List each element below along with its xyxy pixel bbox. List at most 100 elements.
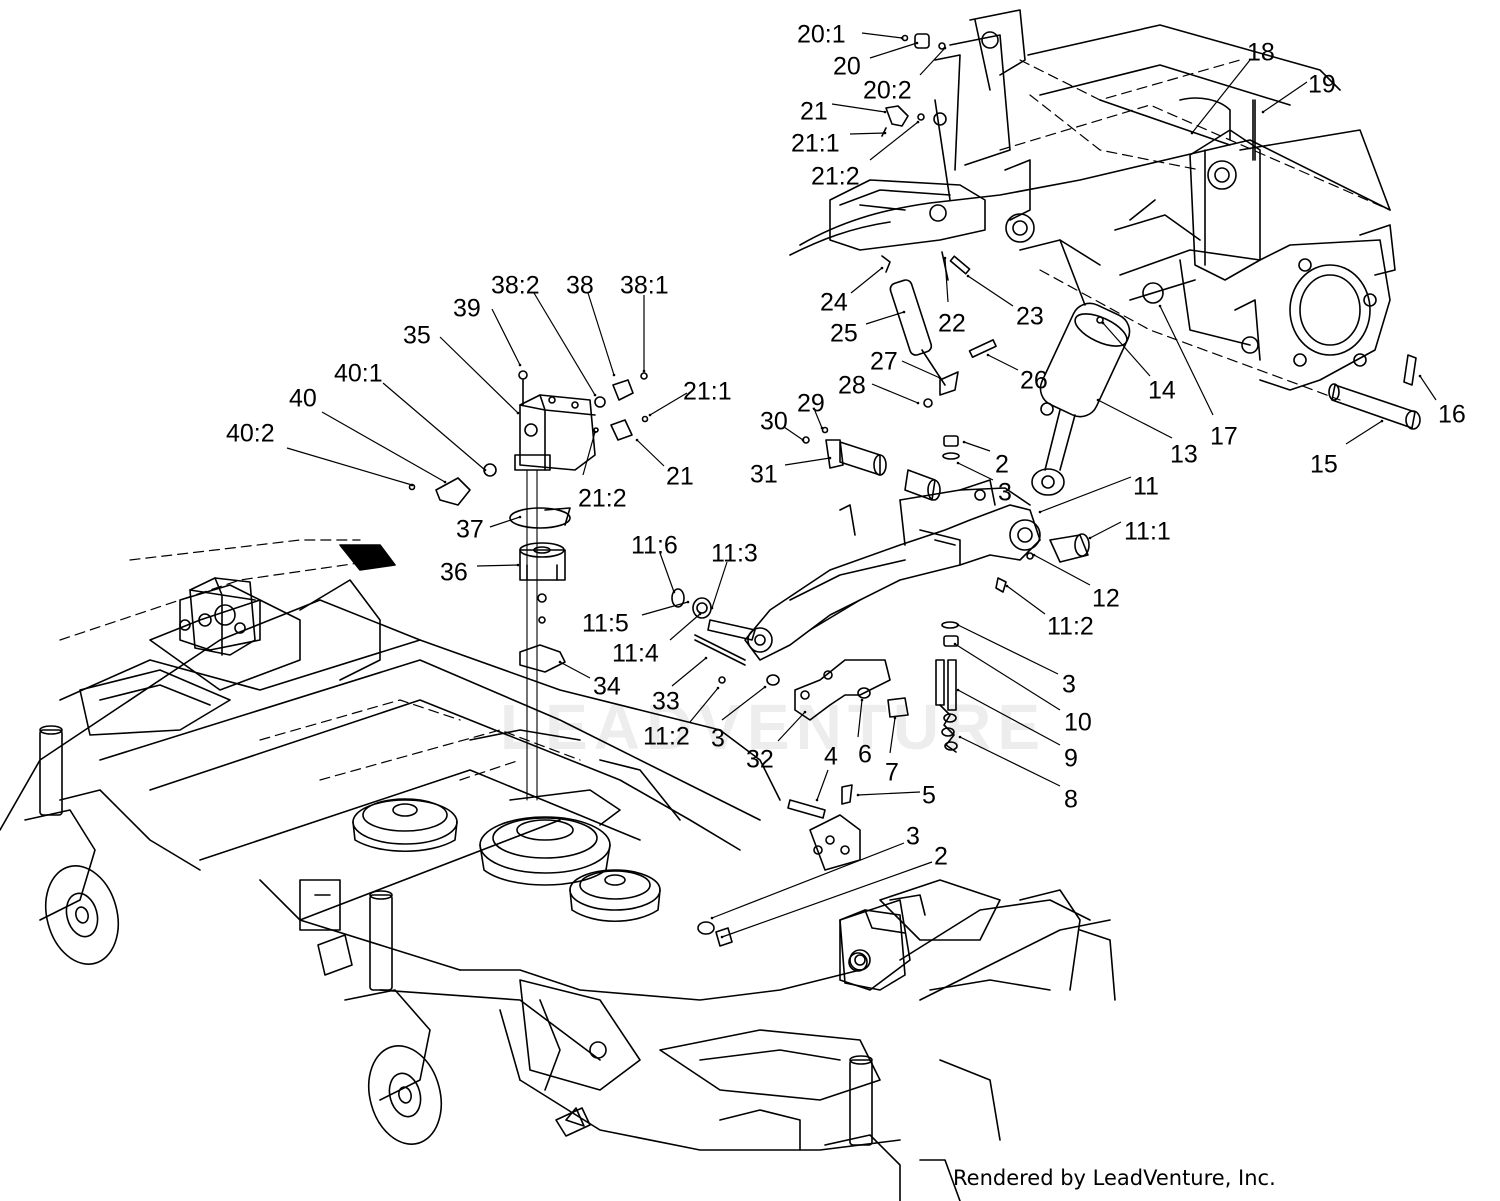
bracket-art — [694, 634, 909, 721]
render-credit: Rendered by LeadVenture, Inc. — [953, 1166, 1276, 1190]
callout-label: 11:2 — [643, 723, 690, 751]
caster-wheels-art — [24, 725, 961, 1201]
callout-leader-line — [1159, 305, 1214, 416]
callout-leader-line — [959, 736, 1061, 787]
callout-label: 20 — [833, 53, 861, 81]
callout-leader-tip — [815, 798, 819, 802]
callout-label: 31 — [750, 461, 778, 489]
callout-leader-tip — [483, 468, 487, 472]
lift-arm-art — [744, 479, 1041, 661]
callout-leader-line — [491, 308, 521, 366]
callout-label: 25 — [830, 320, 858, 348]
callout-label: 36 — [440, 559, 468, 587]
callout-leader-tip — [956, 688, 960, 692]
callout-label: 9 — [1064, 745, 1078, 773]
callout-label: 14 — [1148, 377, 1176, 405]
callout-label: 38 — [566, 272, 594, 300]
callout-leader-line — [721, 686, 766, 721]
callout-leader-line — [889, 717, 896, 754]
callout-label: 15 — [1310, 451, 1338, 479]
callout-leader-tip — [710, 916, 714, 920]
callout-leader-line — [963, 441, 991, 452]
pivot-pin-art — [1328, 354, 1421, 430]
callout-leader-tip — [1190, 131, 1194, 135]
callout-leader-line — [641, 601, 689, 616]
callout-label: 5 — [922, 782, 936, 810]
callout-label: 40:1 — [334, 360, 383, 388]
callout-label: 27 — [870, 348, 898, 376]
callout-label: 2 — [995, 451, 1009, 479]
callout-leader-tip — [953, 642, 957, 646]
deck-motor-right-art — [839, 894, 926, 991]
callout-label: 23 — [1016, 303, 1044, 331]
callout-leader-line — [476, 564, 519, 567]
pulleys-art — [352, 759, 661, 923]
callout-leader-line — [1089, 521, 1122, 539]
callout-label: 7 — [885, 759, 899, 787]
hydraulic-motor-art — [408, 370, 649, 506]
callout-leader-tip — [720, 935, 724, 939]
callout-leader-tip — [820, 426, 824, 430]
callout-leader-line — [582, 431, 596, 476]
callout-label: 39 — [453, 295, 481, 323]
callout-leader-tip — [672, 590, 676, 594]
callout-leader-line — [957, 624, 1059, 675]
callout-label: 21:2 — [578, 485, 627, 513]
tractor-frame-art — [789, 9, 1396, 401]
callout-leader-line — [944, 257, 949, 303]
callout-leader-line — [649, 392, 688, 416]
callout-leader-tip — [900, 36, 904, 40]
callout-leader-line — [987, 354, 1019, 371]
callout-leader-tip — [893, 716, 897, 720]
callout-label: 6 — [858, 741, 872, 769]
coupling-art — [509, 469, 571, 801]
callout-label: 16 — [1438, 401, 1466, 429]
watermark: LEADVENTURE — [500, 691, 1047, 763]
callout-leader-line — [382, 382, 486, 471]
callout-leader-tip — [1038, 510, 1042, 514]
callout-label: 21 — [800, 98, 828, 126]
callout-leader-tip — [916, 120, 920, 124]
callout-leader-tip — [704, 656, 708, 660]
callout-label: 11:4 — [612, 640, 659, 668]
callout-leader-line — [711, 842, 905, 919]
callout-leader-tip — [1101, 321, 1105, 325]
callout-leader-tip — [943, 256, 947, 260]
callout-leader-tip — [883, 110, 887, 114]
callout-leader-line — [849, 132, 886, 135]
callout-leader-tip — [958, 735, 962, 739]
callout-label: 11:2 — [1047, 613, 1094, 641]
callout-leader-line — [919, 47, 946, 76]
arm-pin-art — [671, 588, 756, 641]
callout-leader-line — [814, 410, 823, 429]
deck-hardware-art — [697, 784, 861, 947]
callout-label: 30 — [760, 408, 788, 436]
callout-label: 11:5 — [582, 610, 629, 638]
callout-leader-tip — [962, 440, 966, 444]
callout-leader-tip — [1088, 536, 1092, 540]
callout-leader-line — [857, 791, 921, 796]
callout-label: 2 — [934, 843, 948, 871]
callout-leader-line — [1191, 59, 1251, 134]
callout-label: 10 — [1064, 709, 1092, 737]
callout-leader-tip — [710, 606, 714, 610]
callout-label: 28 — [838, 372, 866, 400]
callout-leader-tip — [1005, 584, 1009, 588]
callout-leader-tip — [1261, 110, 1265, 114]
hydraulic-cylinder-art — [1031, 302, 1131, 496]
callout-leader-line — [954, 643, 1061, 711]
callout-leader-line — [967, 275, 1014, 307]
callout-leader-tip — [902, 310, 906, 314]
callout-leader-tip — [516, 563, 520, 567]
callout-leader-line — [1097, 399, 1173, 439]
chain-rod-art — [935, 621, 959, 753]
callout-label: 33 — [652, 688, 680, 716]
callout-label: 3 — [906, 823, 920, 851]
callout-leader-line — [857, 699, 863, 738]
callout-leader-tip — [828, 456, 832, 460]
callout-leader-line — [439, 336, 519, 414]
callout-label: 35 — [403, 322, 431, 350]
callout-label: 21:2 — [811, 163, 860, 191]
callout-leader-line — [1033, 554, 1091, 586]
